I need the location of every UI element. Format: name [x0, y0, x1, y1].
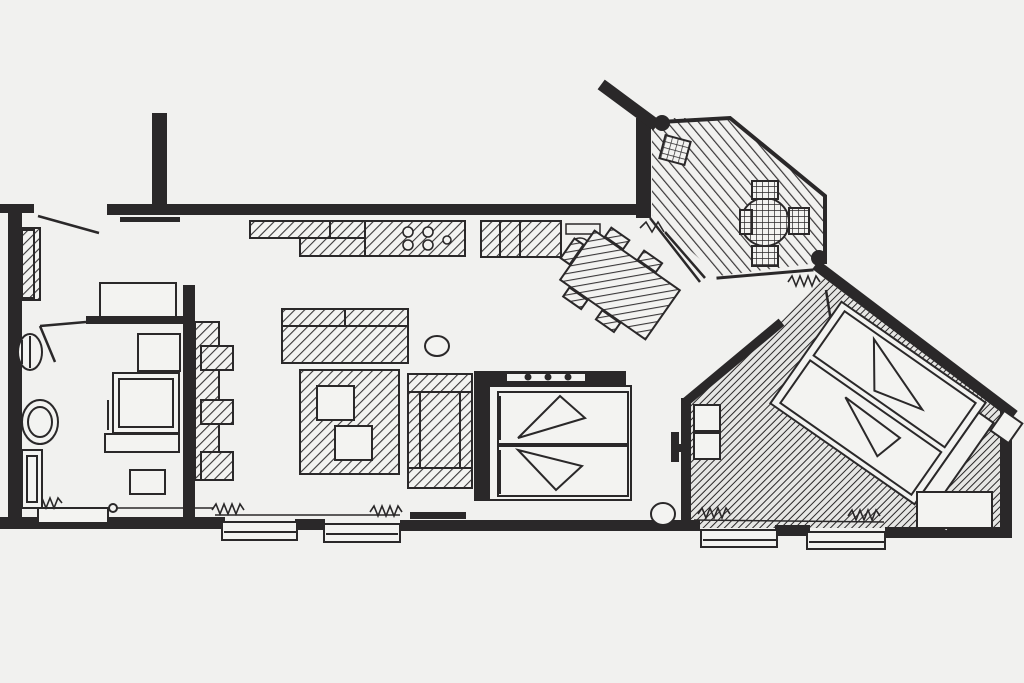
double-bed-icon: [768, 300, 1024, 534]
dining-table-icon: [558, 226, 682, 341]
stove-icon: [402, 226, 452, 251]
walls: [0, 113, 1012, 538]
toilet-icon: [17, 333, 43, 371]
radiator-icon: [29, 220, 881, 523]
plant-icon: [650, 502, 676, 526]
shelf-icon: [21, 227, 41, 301]
kitchen-counter: [249, 220, 562, 258]
nightstand-icon: [693, 404, 993, 529]
lamp-icon: [424, 335, 450, 357]
armchair-icon: [658, 133, 692, 167]
sink-icon: [21, 399, 59, 445]
wardrobe-icon: [194, 321, 234, 481]
sofa-bed-icon: [474, 371, 632, 501]
window-icon: [37, 507, 886, 550]
cabinet-icon: [99, 282, 177, 318]
balcony-table-icon: [739, 180, 810, 267]
balcony-column: [654, 115, 670, 131]
balcony-column: [811, 250, 827, 266]
tv-icon: [671, 432, 684, 462]
bathtub-icon: [21, 449, 43, 509]
armchair-icon: [407, 373, 473, 489]
coffee-table-icon: [299, 369, 400, 475]
curtain-rail: [215, 514, 885, 523]
sofa-icon: [281, 308, 409, 364]
diagonal-walls: [597, 79, 1018, 420]
shower-icon: [104, 333, 181, 513]
